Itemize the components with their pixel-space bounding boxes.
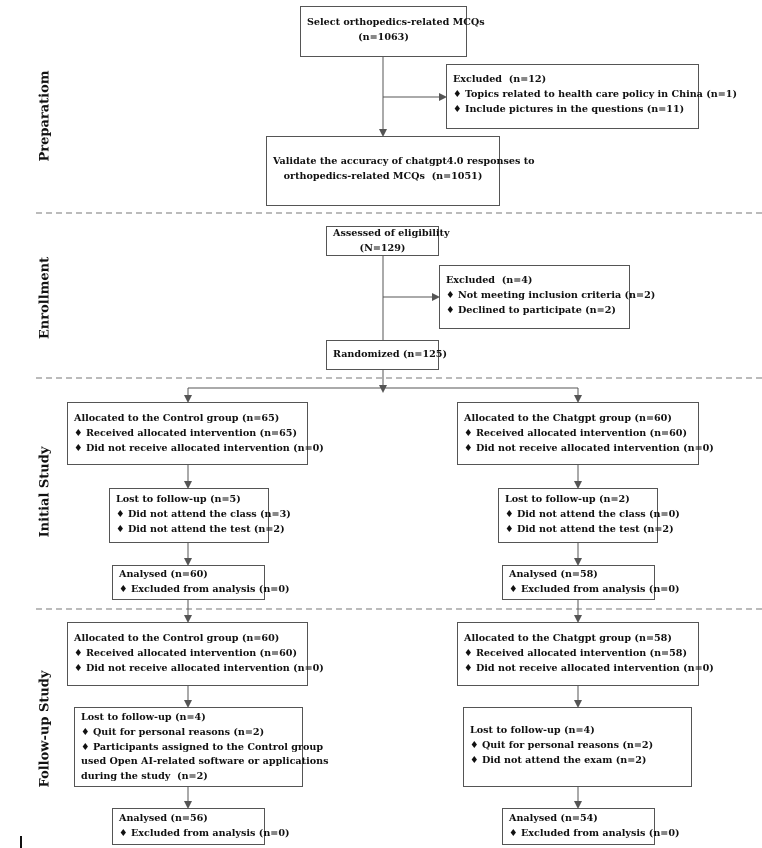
select-mcqs-box: Select orthopedics-related MCQs (n=1063) xyxy=(300,6,485,57)
diamond-bullet-icon: ♦ xyxy=(74,662,83,674)
stage-label-initial-study: Initial Study xyxy=(37,446,53,538)
diamond-bullet-icon: ♦ xyxy=(470,754,479,766)
enroll-excluded-box: Excluded (n=4) ♦ Not meeting inclusion c… xyxy=(439,265,655,329)
diamond-bullet-icon: ♦ xyxy=(116,523,125,535)
initial-chatgpt-allocated-box: Allocated to the Chatgpt group (n=60) ♦ … xyxy=(457,402,714,465)
diamond-bullet-icon: ♦ xyxy=(505,508,514,520)
initial-control-allocated-box: Allocated to the Control group (n=65) ♦ … xyxy=(67,402,324,465)
initial-control-lost-box: Lost to follow-up (n=5) ♦ Did not attend… xyxy=(109,488,291,543)
diamond-bullet-icon: ♦ xyxy=(453,88,462,100)
followup-control-lost-box: Lost to follow-up (n=4) ♦ Quit for perso… xyxy=(74,707,328,787)
diamond-bullet-icon: ♦ xyxy=(509,583,518,595)
prep-excluded-box: Excluded (n=12) ♦ Topics related to heal… xyxy=(446,64,737,129)
diamond-bullet-icon: ♦ xyxy=(74,442,83,454)
assessed-eligibility-box: Assessed of eligibility (N=129) xyxy=(326,226,450,256)
stage-label-preparation: Preparatiom xyxy=(37,70,53,162)
edge-mark xyxy=(20,836,22,848)
followup-control-allocated-box: Allocated to the Control group (n=60) ♦ … xyxy=(67,622,324,686)
followup-control-analysed-box: Analysed (n=56) ♦ Excluded from analysis… xyxy=(112,808,290,845)
followup-chatgpt-lost-box: Lost to follow-up (n=4) ♦ Quit for perso… xyxy=(463,707,692,787)
initial-chatgpt-lost-box: Lost to follow-up (n=2) ♦ Did not attend… xyxy=(498,488,680,543)
initial-control-analysed-box: Analysed (n=60) ♦ Excluded from analysis… xyxy=(112,565,290,600)
diamond-bullet-icon: ♦ xyxy=(464,647,473,659)
diamond-bullet-icon: ♦ xyxy=(464,442,473,454)
diamond-bullet-icon: ♦ xyxy=(505,523,514,535)
diamond-bullet-icon: ♦ xyxy=(464,662,473,674)
stage-label-enrollment: Enrollment xyxy=(37,256,53,340)
diamond-bullet-icon: ♦ xyxy=(446,304,455,316)
diamond-bullet-icon: ♦ xyxy=(464,427,473,439)
diamond-bullet-icon: ♦ xyxy=(81,741,90,753)
diamond-bullet-icon: ♦ xyxy=(119,583,128,595)
validate-accuracy-box: Validate the accuracy of chatgpt4.0 resp… xyxy=(266,136,535,206)
diamond-bullet-icon: ♦ xyxy=(81,726,90,738)
diamond-bullet-icon: ♦ xyxy=(446,289,455,301)
followup-chatgpt-allocated-box: Allocated to the Chatgpt group (n=58) ♦ … xyxy=(457,622,714,686)
diamond-bullet-icon: ♦ xyxy=(509,827,518,839)
diamond-bullet-icon: ♦ xyxy=(74,647,83,659)
stage-label-followup-study: Follow-up Study xyxy=(37,670,53,788)
initial-chatgpt-analysed-box: Analysed (n=58) ♦ Excluded from analysis… xyxy=(502,565,680,600)
diamond-bullet-icon: ♦ xyxy=(470,739,479,751)
diamond-bullet-icon: ♦ xyxy=(453,103,462,115)
randomized-box: Randomized (n=125) xyxy=(326,340,447,370)
diamond-bullet-icon: ♦ xyxy=(116,508,125,520)
followup-chatgpt-analysed-box: Analysed (n=54) ♦ Excluded from analysis… xyxy=(502,808,680,845)
diamond-bullet-icon: ♦ xyxy=(74,427,83,439)
diamond-bullet-icon: ♦ xyxy=(119,827,128,839)
